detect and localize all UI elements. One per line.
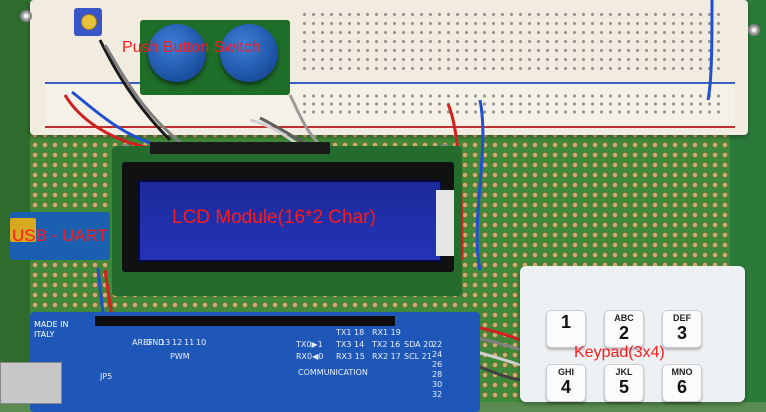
- pin-28-label: 28: [432, 370, 443, 379]
- pin-30-label: 30: [432, 380, 443, 389]
- key-digit: 2: [618, 323, 629, 343]
- key-digit: 3: [676, 323, 687, 343]
- communication-label: COMMUNICATION: [298, 368, 368, 377]
- pin-24-label: 24: [432, 350, 443, 359]
- pin-26-label: 26: [432, 360, 443, 369]
- pin-13-label: 13: [160, 338, 171, 347]
- arduino-usb-port: [0, 362, 62, 404]
- push-button-label: Push Button Switch: [122, 39, 261, 56]
- rx3-label: RX3 15: [336, 352, 365, 361]
- perfboard-left-edge: [0, 0, 30, 402]
- push-button-right[interactable]: [220, 24, 278, 82]
- key-letters: DEF: [673, 313, 691, 323]
- gnd-label: GND: [146, 338, 165, 347]
- key-digit: 5: [618, 377, 629, 397]
- key-letters: GHI: [557, 367, 574, 377]
- push-button-left[interactable]: [148, 24, 206, 82]
- sda-label: SDA 20: [404, 340, 434, 349]
- breadboard-rail-holes: [300, 92, 720, 116]
- lcd-backlight-edge: [436, 190, 454, 256]
- key-letters: ABC: [614, 313, 634, 323]
- pin-22-label: 22: [432, 340, 443, 349]
- keypad-key-2[interactable]: ABC 2: [604, 310, 644, 348]
- pin-11-label: 11: [184, 338, 195, 347]
- screw: [20, 10, 32, 22]
- key-digit: 6: [676, 377, 687, 397]
- lcd-pin-header: [150, 142, 330, 154]
- made-in-label: MADE IN ITALY: [34, 320, 69, 339]
- key-digit: 4: [560, 377, 571, 397]
- rx2-label: RX2 17: [372, 352, 401, 361]
- key-letters: MNO: [671, 367, 693, 377]
- lcd-screen: [138, 180, 442, 262]
- pin-10-label: 10: [196, 338, 207, 347]
- arduino-mega-board: [30, 312, 480, 412]
- breadboard-holes: [300, 10, 720, 70]
- keypad-label: Keypad(3x4): [574, 344, 665, 361]
- usb-connector-icon[interactable]: [10, 218, 36, 242]
- lcd-label: LCD Module(16*2 Char): [172, 207, 376, 228]
- key-letters: JKL: [615, 367, 633, 377]
- tx3-label: TX3 14: [336, 340, 365, 349]
- keypad-key-5[interactable]: JKL 5: [604, 364, 644, 402]
- aref-label: AREF: [132, 338, 153, 347]
- tx0-label: TX0▶1: [296, 340, 323, 349]
- tx2-label: TX2 16: [372, 340, 401, 349]
- pin-12-label: 12: [172, 338, 183, 347]
- rx0-label: RX0◀0: [296, 352, 324, 361]
- keypad-key-4[interactable]: GHI 4: [546, 364, 586, 402]
- pin-32-label: 32: [432, 390, 443, 399]
- keypad-key-3[interactable]: DEF 3: [662, 310, 702, 348]
- usb-uart-label: USB - UART: [12, 226, 109, 245]
- keypad-key-6[interactable]: MNO 6: [662, 364, 702, 402]
- screw: [748, 24, 760, 36]
- arduino-header-pins: [95, 316, 395, 326]
- potentiometer-knob-icon[interactable]: [81, 14, 97, 30]
- rx1-label: RX1 19: [372, 328, 401, 337]
- pwm-label: PWM: [170, 352, 190, 361]
- jp5-label: JP5: [100, 372, 113, 381]
- tx1-label: TX1 18: [336, 328, 365, 337]
- scl-label: SCL 21: [404, 352, 432, 361]
- key-digit: 1: [560, 312, 571, 332]
- keypad-key-1[interactable]: 1: [546, 310, 586, 348]
